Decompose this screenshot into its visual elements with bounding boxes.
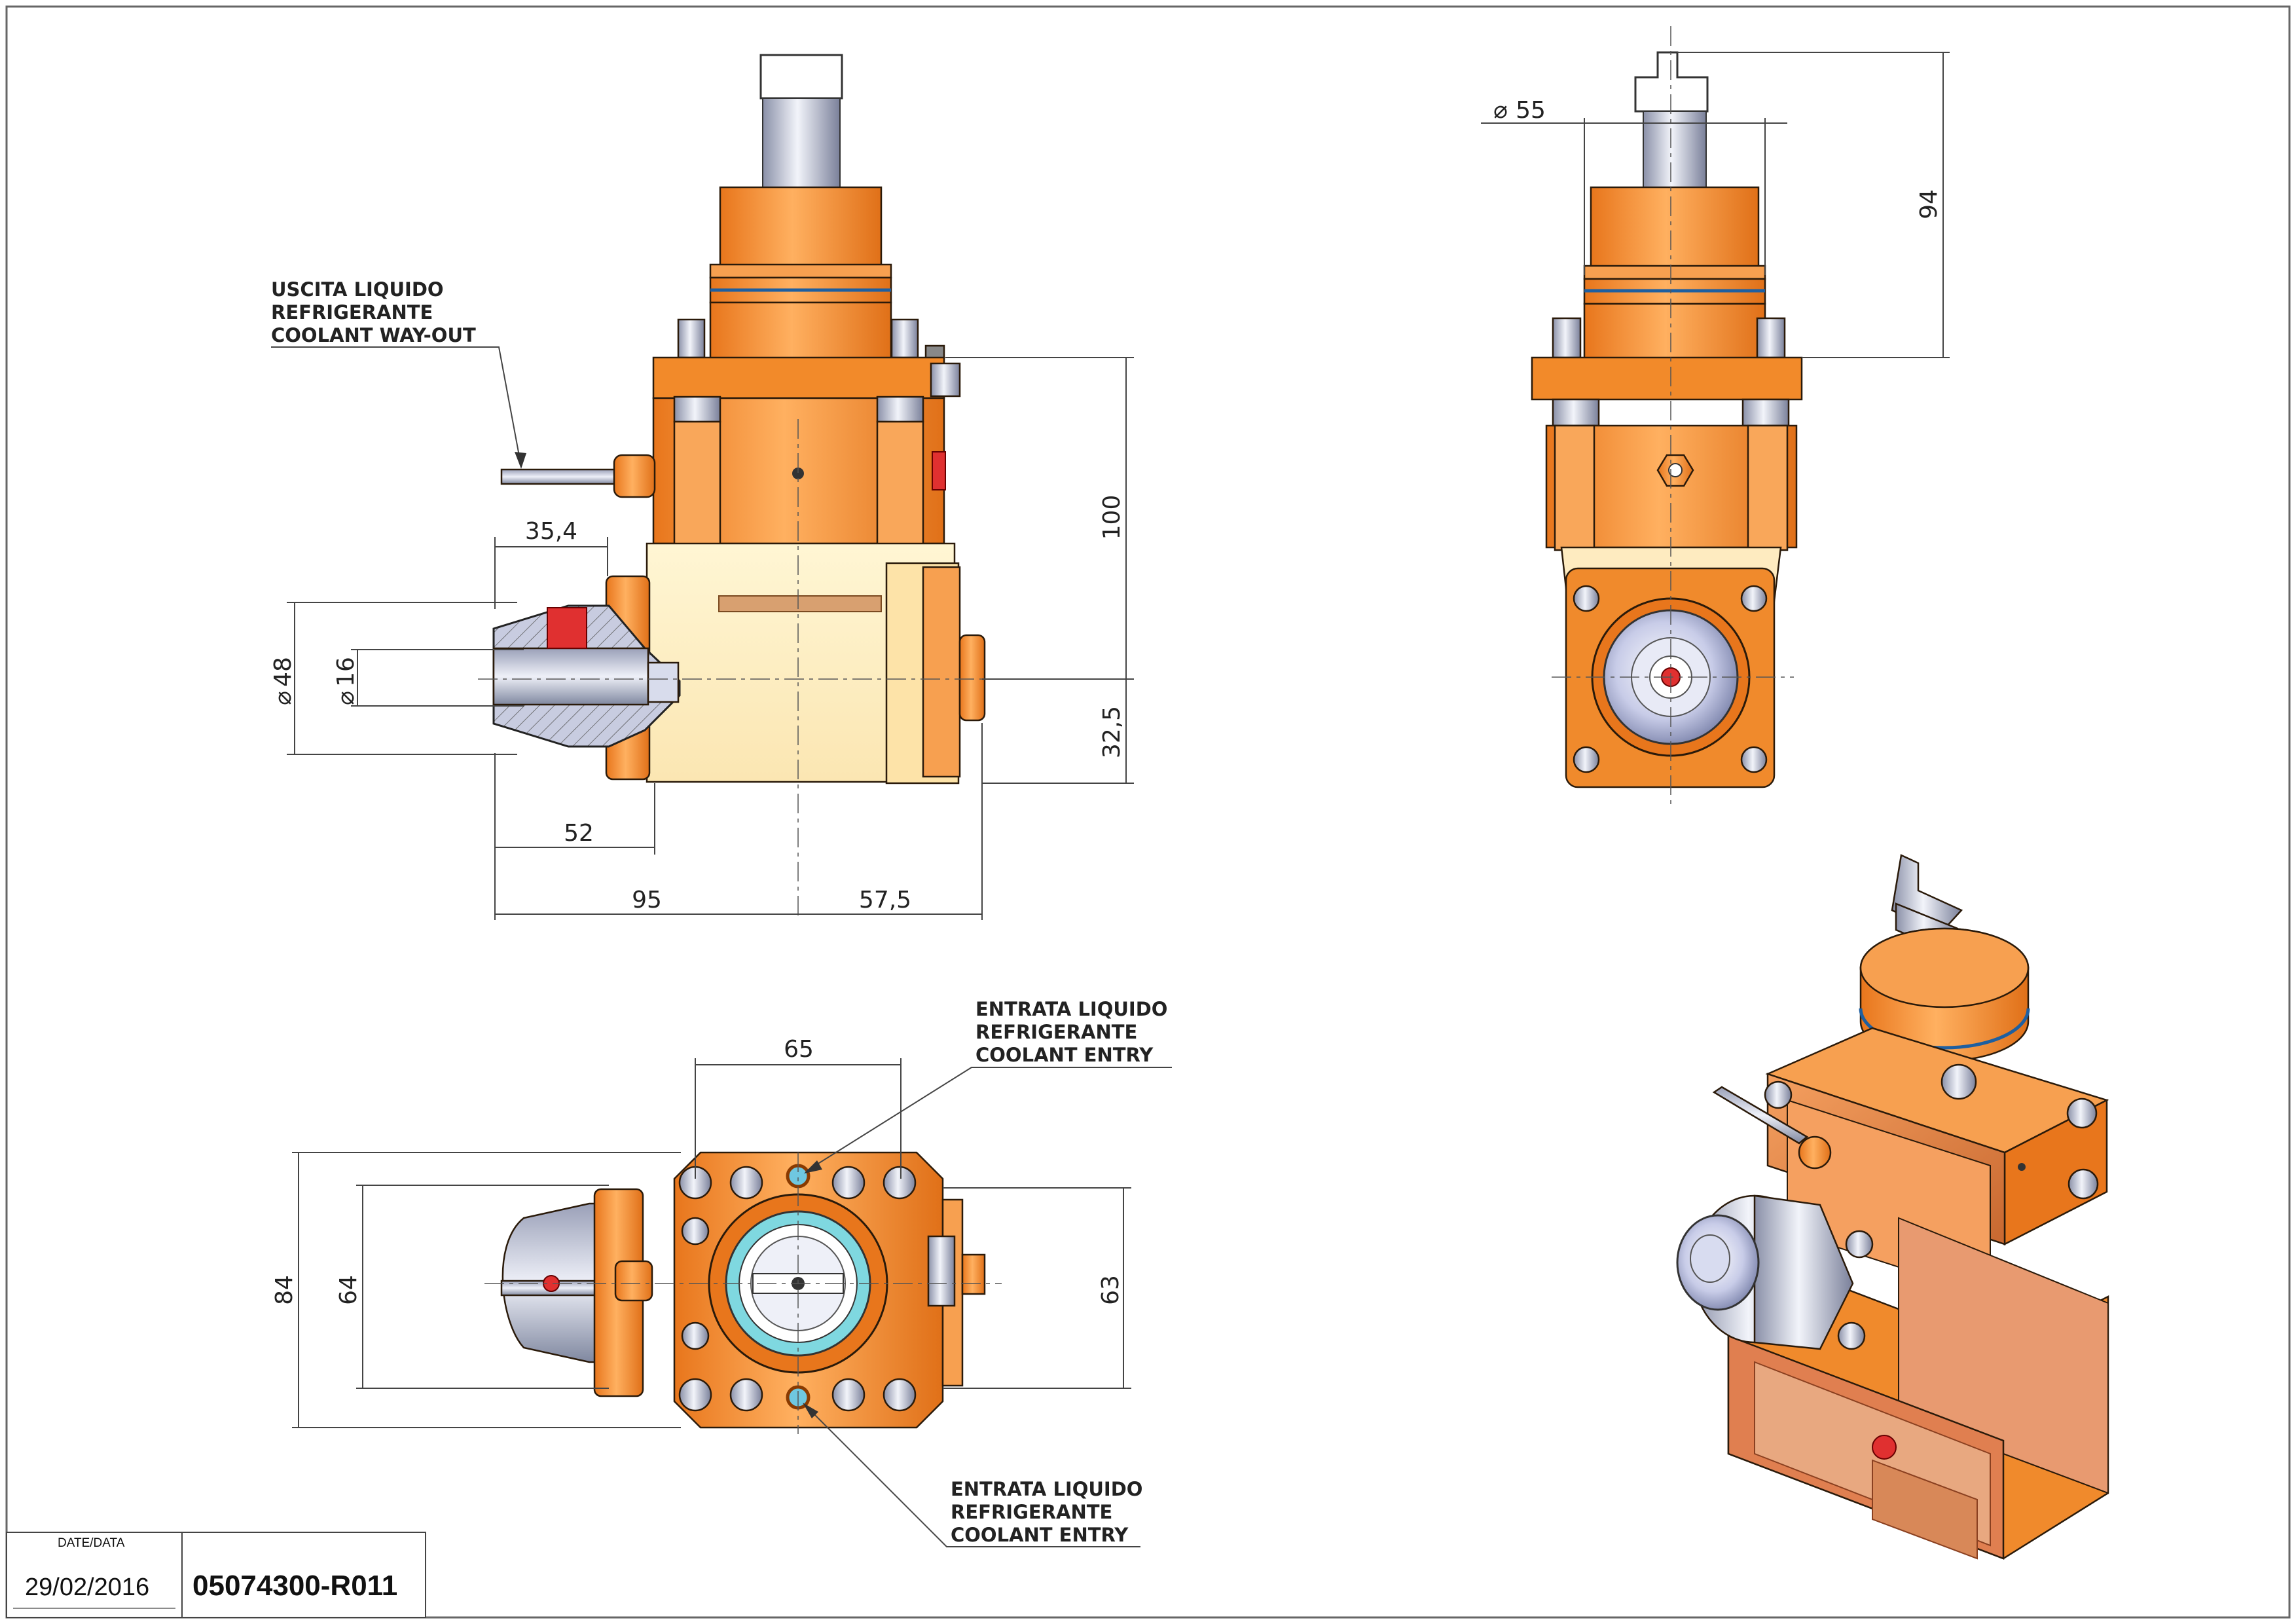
dim-63: 63 — [1097, 1275, 1124, 1305]
front-view-dimensions: 35,4 ⌀ 48 ⌀ 16 52 95 57,5 100 32 — [270, 278, 1134, 920]
dim-94: 94 — [1916, 189, 1942, 219]
dim-84: 84 — [271, 1275, 298, 1305]
isometric-view — [1676, 854, 2109, 1560]
dim-35-4: 35,4 — [525, 518, 577, 545]
dim-32-5: 32,5 — [1099, 706, 1125, 758]
dim-diameter-48-symbol: ⌀ — [270, 691, 297, 705]
dim-64: 64 — [335, 1275, 362, 1305]
dim-diameter-55-symbol: ⌀ — [1493, 97, 1508, 124]
bottom-view — [484, 1151, 1002, 1434]
title-block: DATE/DATA 29/02/2016 05074300-R011 — [6, 1532, 426, 1618]
note-coolant-out-line2: REFRIGERANTE — [271, 301, 433, 323]
sheet-border — [5, 5, 2291, 1619]
dim-100: 100 — [1099, 495, 1125, 540]
note-coolant-entry-top-line3: COOLANT ENTRY — [975, 1044, 1154, 1066]
dim-diameter-55: 55 — [1516, 97, 1546, 124]
side-view-dimensions: ⌀ 55 94 — [1481, 52, 1950, 358]
dim-diameter-16: 16 — [333, 657, 359, 687]
note-coolant-out-line1: USCITA LIQUIDO — [271, 278, 444, 301]
note-coolant-entry-top-line2: REFRIGERANTE — [975, 1021, 1137, 1043]
dim-65: 65 — [784, 1036, 814, 1063]
title-block-drawing-code: 05074300-R011 — [192, 1570, 397, 1602]
bottom-view-bolts — [678, 1166, 917, 1412]
title-block-date: 29/02/2016 — [25, 1574, 149, 1601]
dim-95: 95 — [632, 887, 662, 913]
note-coolant-entry-top-line1: ENTRATA LIQUIDO — [975, 998, 1167, 1020]
title-block-date-label: DATE/DATA — [58, 1536, 125, 1550]
note-coolant-out-line3: COOLANT WAY-OUT — [271, 324, 476, 346]
dim-diameter-16-symbol: ⌀ — [333, 691, 359, 705]
dim-52: 52 — [564, 820, 594, 847]
note-coolant-entry-bottom-line2: REFRIGERANTE — [951, 1501, 1112, 1523]
note-coolant-entry-bottom-line1: ENTRATA LIQUIDO — [951, 1478, 1142, 1500]
side-view — [1531, 26, 1803, 805]
dim-diameter-48: 48 — [270, 657, 297, 687]
bottom-view-dimensions: 65 84 64 63 ENTRATA LIQUIDO REFRIGERANTE… — [271, 998, 1172, 1547]
note-coolant-entry-bottom-line3: COOLANT ENTRY — [951, 1524, 1129, 1546]
dim-57-5: 57,5 — [859, 887, 911, 913]
front-view — [478, 54, 1126, 917]
